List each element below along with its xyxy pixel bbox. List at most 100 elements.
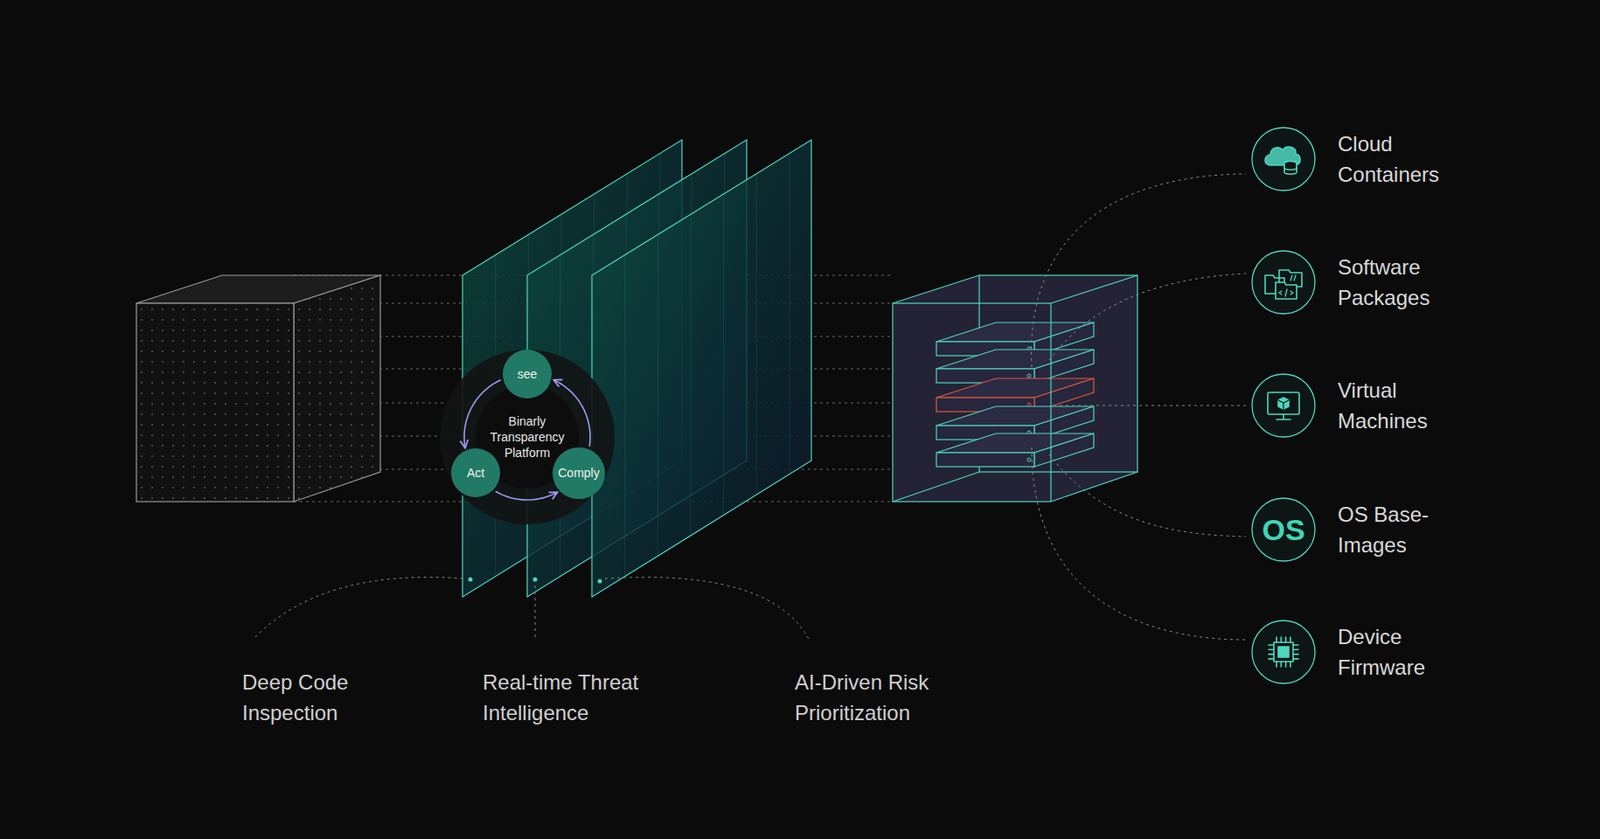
target-icon: Software Packages (1251, 250, 1316, 315)
source-cube (136, 275, 381, 502)
illustration-shape (723, 194, 724, 515)
illustration-shape (892, 303, 1051, 502)
target-label: Device Firmware (1337, 621, 1469, 683)
illustration-shape (892, 472, 980, 502)
illustration-shape (756, 173, 758, 495)
illustration-shape (1252, 250, 1315, 314)
illustration-shape (1278, 397, 1289, 410)
step-label: see (517, 367, 538, 382)
analysis-panes (462, 139, 812, 598)
illustration-shape (1053, 405, 1246, 407)
illustration-shape (1275, 282, 1297, 300)
illustration-shape (1293, 658, 1299, 661)
illustration-shape (1280, 637, 1283, 643)
feature-label: Real-time Threat Intelligence (482, 667, 662, 729)
illustration-shape (1276, 414, 1291, 420)
illustration-shape (624, 255, 626, 578)
illustration-shape (1049, 273, 1246, 361)
icon-badge (1251, 126, 1316, 192)
illustration-shape (657, 235, 659, 557)
illustration-shape (136, 303, 294, 502)
illustration-shape (1280, 661, 1283, 668)
illustration-shape (1252, 620, 1315, 684)
illustration-shape (1285, 637, 1287, 643)
cycle-step: Comply (552, 447, 605, 500)
cycle-arrow (495, 491, 558, 501)
target-icon: Virtual Machines (1251, 373, 1316, 439)
platform-halo (439, 349, 615, 525)
illustration-shape (1031, 447, 1246, 640)
feature-label: AI-Driven Risk Prioritization (794, 667, 966, 729)
illustration-shape (1275, 637, 1278, 643)
illustration-shape (605, 577, 809, 640)
illustration-shape (1289, 637, 1292, 643)
illustration-shape (1284, 163, 1297, 174)
illustration-shape (1268, 648, 1274, 651)
server-slab (936, 433, 1094, 467)
illustration-shape (1034, 433, 1094, 467)
cycle-step: see (502, 349, 552, 399)
illustration-shape (788, 153, 790, 475)
illustration-shape (1252, 498, 1315, 562)
cycle-step: Act (451, 448, 501, 498)
server-box (892, 275, 1138, 502)
illustration-shape (1252, 374, 1315, 438)
illustration-shape (1267, 392, 1300, 415)
illustration-shape (936, 322, 1094, 467)
icon-glyph: OS (1251, 497, 1316, 563)
illustration-shape (1034, 349, 1094, 383)
illustration-shape (1278, 400, 1289, 410)
target-icon: Device Firmware (1251, 619, 1316, 685)
target-icon: OSOS Base- Images (1251, 497, 1316, 563)
illustration-shape (293, 275, 381, 502)
pane (591, 139, 812, 598)
illustration-shape (1268, 658, 1274, 661)
step-label: Act (466, 466, 485, 480)
feature-label: Deep Code Inspection (242, 667, 383, 729)
illustration-shape (1293, 644, 1299, 647)
server-slab (936, 349, 1094, 383)
target-label: Cloud Containers (1337, 128, 1469, 190)
illustration-shape (293, 275, 381, 502)
illustration-shape (1050, 275, 1138, 304)
illustration-shape (892, 275, 1138, 502)
illustration-shape (1293, 648, 1299, 651)
illustration-shape (1267, 392, 1300, 420)
icon-badge (1251, 619, 1316, 685)
illustration-shape (1265, 270, 1302, 300)
target-label: Virtual Machines (1337, 375, 1469, 437)
illustration-shape (1252, 127, 1315, 191)
step-label: Comply (557, 466, 599, 480)
target-label: OS Base- Images (1337, 499, 1469, 561)
illustration-shape (468, 577, 474, 583)
illustration-shape (1268, 644, 1274, 647)
illustration-shape (1027, 458, 1031, 462)
illustration-shape (255, 577, 465, 638)
target-icon: Cloud Containers (1251, 126, 1316, 192)
icon-badge (1251, 250, 1316, 315)
illustration-shape (936, 452, 1035, 467)
illustration-shape (1284, 167, 1297, 170)
illustration-shape (591, 139, 812, 598)
illustration-shape (1027, 374, 1031, 378)
illustration-shape (136, 303, 294, 502)
leader-lines (255, 173, 1246, 640)
illustration-shape (1268, 637, 1299, 668)
illustration-shape (1275, 661, 1278, 668)
illustration-shape (689, 214, 691, 536)
pane-dots (468, 577, 603, 585)
illustration-shape (1265, 146, 1301, 174)
illustration-shape (1285, 661, 1287, 668)
illustration-shape (1273, 642, 1294, 662)
illustration-shape (1293, 653, 1299, 656)
icon-badge (1251, 373, 1316, 439)
illustration-shape (1031, 173, 1246, 368)
target-label: Software Packages (1337, 251, 1469, 314)
illustration-shape (598, 579, 603, 585)
illustration-shape (1268, 653, 1274, 656)
illustration-shape (1265, 146, 1301, 166)
illustration-shape (1290, 275, 1296, 281)
illustration-shape (892, 275, 980, 304)
illustration-shape (1289, 661, 1292, 668)
illustration-shape (1279, 289, 1294, 297)
